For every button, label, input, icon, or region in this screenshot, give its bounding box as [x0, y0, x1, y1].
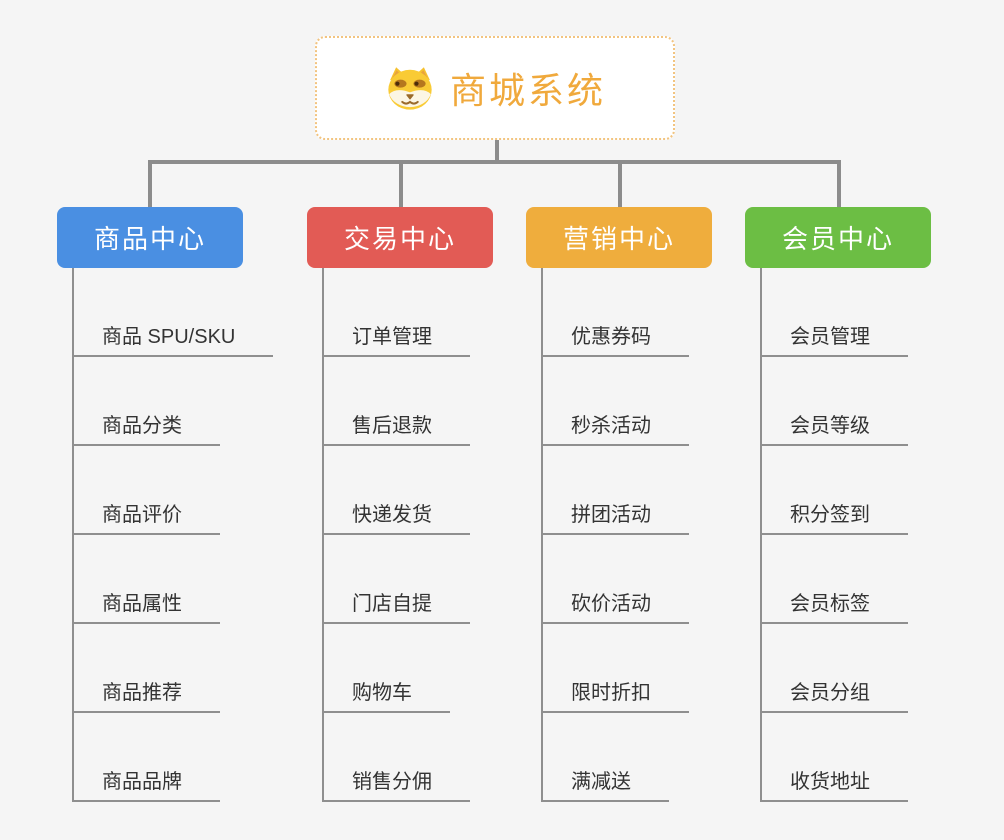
leaf-node[interactable]: 商品品牌 — [72, 713, 220, 802]
branch-node-marketing[interactable]: 营销中心 — [526, 207, 712, 268]
leaf-node[interactable]: 会员等级 — [760, 357, 908, 446]
leaf-node[interactable]: 购物车 — [322, 624, 450, 713]
root-node[interactable]: 商城系统 — [315, 36, 675, 140]
leaf-node[interactable]: 砍价活动 — [541, 535, 689, 624]
branch-label: 营销中心 — [562, 224, 675, 254]
leaf-node[interactable]: 会员管理 — [760, 268, 908, 357]
branch-column-product: 商品 SPU/SKU 商品分类 商品评价 商品属性 商品推荐 商品品牌 — [72, 268, 274, 802]
branch-column-member: 会员管理 会员等级 积分签到 会员标签 会员分组 收货地址 — [760, 268, 908, 802]
leaf-node[interactable]: 门店自提 — [322, 535, 470, 624]
branch-column-marketing: 优惠券码 秒杀活动 拼团活动 砍价活动 限时折扣 满减送 — [541, 268, 689, 802]
connector-drop-2 — [399, 160, 403, 208]
branch-label: 会员中心 — [781, 224, 894, 254]
branch-label: 交易中心 — [343, 224, 456, 254]
connector-bus — [148, 160, 841, 164]
branch-label: 商品中心 — [93, 224, 206, 254]
branch-node-trade[interactable]: 交易中心 — [307, 207, 493, 268]
leaf-node[interactable]: 商品 SPU/SKU — [72, 268, 274, 357]
shiba-dog-face-icon — [388, 67, 432, 110]
leaf-node[interactable]: 积分签到 — [760, 446, 908, 535]
connector-root-stub — [495, 140, 499, 162]
trunk-line-product — [72, 268, 74, 802]
leaf-node[interactable]: 订单管理 — [322, 268, 470, 357]
branch-column-trade: 订单管理 售后退款 快递发货 门店自提 购物车 销售分佣 — [322, 268, 470, 802]
branch-node-product[interactable]: 商品中心 — [57, 207, 243, 268]
leaf-node[interactable]: 优惠券码 — [541, 268, 689, 357]
leaf-node[interactable]: 收货地址 — [760, 713, 908, 802]
leaf-node[interactable]: 商品分类 — [72, 357, 220, 446]
trunk-line-trade — [322, 268, 324, 802]
leaf-node[interactable]: 商品推荐 — [72, 624, 220, 713]
trunk-line-marketing — [541, 268, 543, 802]
leaf-node[interactable]: 售后退款 — [322, 357, 470, 446]
leaf-node[interactable]: 满减送 — [541, 713, 669, 802]
leaf-node[interactable]: 销售分佣 — [322, 713, 470, 802]
connector-drop-1 — [148, 160, 152, 208]
leaf-node[interactable]: 商品评价 — [72, 446, 220, 535]
connector-drop-3 — [618, 160, 622, 208]
root-title: 商城系统 — [449, 70, 606, 111]
leaf-node[interactable]: 限时折扣 — [541, 624, 689, 713]
leaf-node[interactable]: 快递发货 — [322, 446, 470, 535]
leaf-node[interactable]: 商品属性 — [72, 535, 220, 624]
leaf-node[interactable]: 会员标签 — [760, 535, 908, 624]
trunk-line-member — [760, 268, 762, 802]
leaf-node[interactable]: 会员分组 — [760, 624, 908, 713]
leaf-node[interactable]: 秒杀活动 — [541, 357, 689, 446]
leaf-node[interactable]: 拼团活动 — [541, 446, 689, 535]
connector-drop-4 — [837, 160, 841, 208]
branch-node-member[interactable]: 会员中心 — [745, 207, 931, 268]
